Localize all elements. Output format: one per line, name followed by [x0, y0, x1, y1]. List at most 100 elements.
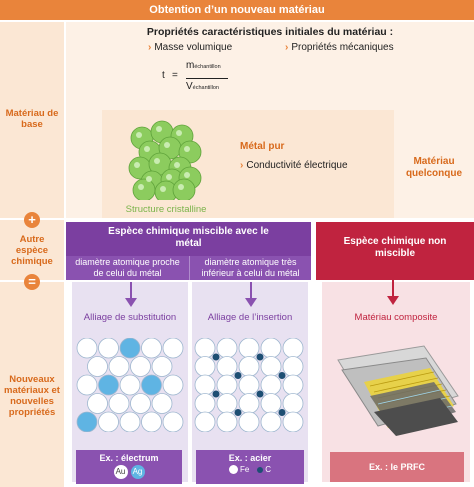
crystal-caption: Structure cristalline	[125, 204, 207, 215]
property-mechanical-label: Propriétés mécaniques	[291, 42, 394, 53]
iron-atom	[238, 338, 260, 359]
element-c-dot	[257, 466, 264, 473]
gold-atom	[108, 393, 130, 414]
arrow-down-icon	[245, 282, 257, 307]
chevron-right-icon: ›	[148, 42, 152, 53]
label-new-materials: Nouveaux matériaux et nouvelles propriét…	[4, 374, 60, 418]
example-prfc-bar: Ex. : le PRFC	[330, 452, 464, 482]
miscible-species-title: Espèce chimique miscible avec le métal	[108, 226, 269, 249]
crystal-atom-highlight	[164, 142, 170, 148]
crystal-atom-highlight	[136, 132, 142, 138]
formula-den-sub: échantillon	[192, 85, 219, 91]
iron-atom	[238, 374, 260, 396]
gold-atom	[130, 356, 151, 377]
header-title: Obtention d’un nouveau matériau	[0, 0, 474, 20]
iron-atom	[216, 393, 238, 414]
formula-denominator: Véchantillon	[186, 81, 219, 92]
iron-atom	[282, 356, 304, 377]
arrow-down-icon	[125, 282, 137, 307]
iron-atom	[216, 374, 238, 396]
crystal-atom-highlight	[138, 184, 144, 190]
crystal-structure-illustration	[128, 120, 202, 200]
properties-title: Propriétés caractéristiques initiales du…	[146, 26, 394, 38]
chevron-right-icon: ›	[240, 160, 244, 171]
crystal-atom-highlight	[174, 162, 180, 168]
example-prfc-text: Ex. : le PRFC	[368, 462, 425, 472]
gold-atom	[76, 338, 98, 359]
gold-atom	[141, 411, 162, 432]
element-au: Au	[113, 465, 128, 479]
gold-atom	[98, 338, 119, 359]
silver-atom	[119, 338, 141, 359]
gold-atom	[151, 393, 173, 414]
example-steel-bar: Ex. : acier Fe C	[196, 450, 304, 484]
iron-atom	[260, 411, 282, 432]
example-electrum-text: Ex. : électrum	[99, 453, 159, 463]
plus-sign: +	[24, 212, 40, 228]
crystal-atom-highlight	[160, 186, 166, 192]
property-density: ›Masse volumique	[148, 42, 232, 53]
iron-atom	[282, 338, 304, 359]
iron-atom	[216, 338, 238, 359]
crystal-atom	[172, 178, 196, 200]
gold-atom	[108, 356, 130, 377]
iron-atom	[194, 411, 216, 432]
crystal-atom-highlight	[134, 162, 140, 168]
element-ag: Ag	[130, 465, 145, 479]
insertion-lattice	[194, 338, 304, 432]
iron-atom	[238, 393, 260, 414]
crystal-atom-highlight	[178, 184, 184, 190]
substitution-lattice	[76, 338, 184, 432]
formula-num-sub: échantillon	[194, 64, 221, 70]
carbon-atom	[256, 390, 264, 398]
crystal-atom-highlight	[176, 130, 182, 136]
element-c: C	[265, 465, 272, 474]
gold-atom	[98, 411, 119, 432]
gold-atom	[162, 338, 184, 359]
property-mechanical: ›Propriétés mécaniques	[285, 42, 394, 53]
formula-numerator: méchantillon	[186, 60, 221, 71]
property-conductivity-label: Conductivité électrique	[246, 160, 348, 171]
carbon-atom	[278, 372, 286, 379]
silver-atom	[98, 374, 119, 396]
arrow-down-icon	[387, 280, 399, 305]
carbon-atom	[212, 390, 220, 398]
equals-sign: =	[24, 274, 40, 290]
case-insertion: diamètre atomique très inférieur à celui…	[189, 256, 311, 280]
composite-material-label: Matériau composite	[354, 312, 438, 323]
formula-num-symbol: m	[186, 60, 195, 71]
gold-atom	[162, 374, 184, 396]
gold-atom	[76, 374, 98, 396]
carbon-atom	[234, 409, 242, 416]
formula-den-symbol: V	[186, 81, 193, 92]
label-other-species: Autre espèce chimique	[11, 234, 53, 267]
iron-atom	[194, 393, 216, 414]
element-legend-fe-c: Fe C	[196, 465, 304, 474]
carbon-atom	[278, 409, 286, 416]
property-conductivity: ›Conductivité électrique	[240, 160, 348, 171]
iron-atom	[216, 411, 238, 432]
crystal-atom-highlight	[146, 176, 152, 182]
gold-atom	[119, 411, 141, 432]
left-column-other	[0, 220, 64, 280]
left-column-base	[0, 22, 64, 218]
gold-atom	[141, 338, 162, 359]
gold-atom	[87, 393, 108, 414]
case-substitution: diamètre atomique proche de celui du mét…	[66, 256, 189, 280]
iron-atom	[194, 374, 216, 396]
iron-atom	[194, 356, 216, 377]
crystal-atom-highlight	[184, 146, 190, 152]
crystal-atom-highlight	[184, 172, 190, 178]
chevron-right-icon: ›	[285, 42, 289, 53]
crystal-atom-highlight	[166, 174, 172, 180]
gold-atom	[162, 411, 184, 432]
iron-atom	[260, 393, 282, 414]
pure-metal-title: Métal pur	[240, 141, 285, 152]
property-density-label: Masse volumique	[154, 42, 233, 53]
gold-atom	[130, 393, 151, 414]
gold-atom	[87, 356, 108, 377]
element-fe-dot	[228, 465, 238, 474]
crystal-atom-highlight	[154, 158, 160, 164]
iron-atom	[260, 338, 282, 359]
formula-equals: =	[172, 70, 178, 81]
